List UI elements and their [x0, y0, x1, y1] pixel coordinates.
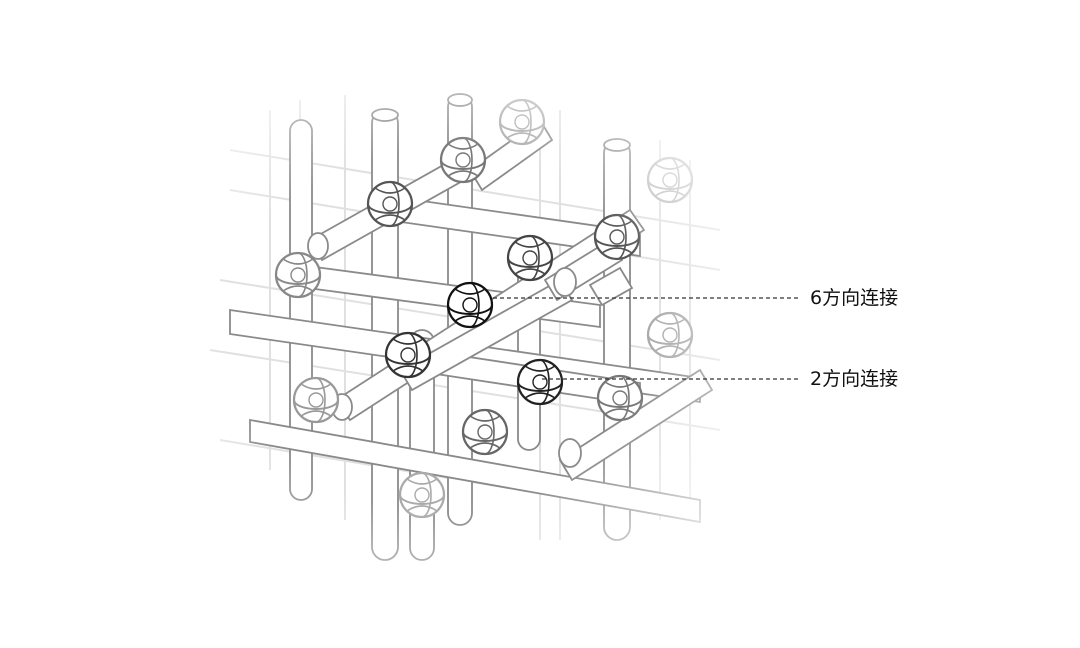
six-way-connection-label: 6方向连接: [810, 289, 898, 308]
edge-fade: [150, 60, 790, 600]
two-way-connection-label: 2方向连接: [810, 370, 898, 389]
